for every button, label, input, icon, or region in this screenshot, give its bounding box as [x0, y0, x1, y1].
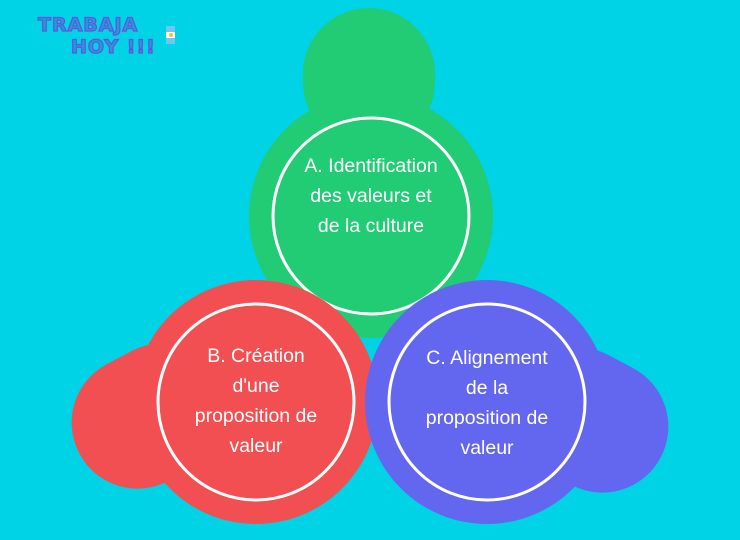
- node-c-shape: [365, 280, 669, 524]
- node-c-label: C. Alignement de la proposition de valeu…: [425, 347, 549, 459]
- node-c-ring: [387, 302, 587, 502]
- logo-text-line-2: HOY !!!: [70, 35, 156, 58]
- node-b-label: B. Création d'une proposition de valeur: [194, 345, 318, 457]
- node-b-ring: [156, 302, 356, 502]
- node-b-shape: [71, 280, 378, 524]
- node-a-label: A. Identification des valeurs et de la c…: [304, 155, 438, 237]
- node-a-ring: [271, 116, 471, 316]
- argentina-flag-icon: [166, 26, 175, 44]
- trabaja-hoy-logo: TRABAJA HOY !!!: [37, 13, 198, 70]
- logo-text-line-1: TRABAJA: [37, 13, 139, 36]
- node-a-shape: [249, 8, 493, 338]
